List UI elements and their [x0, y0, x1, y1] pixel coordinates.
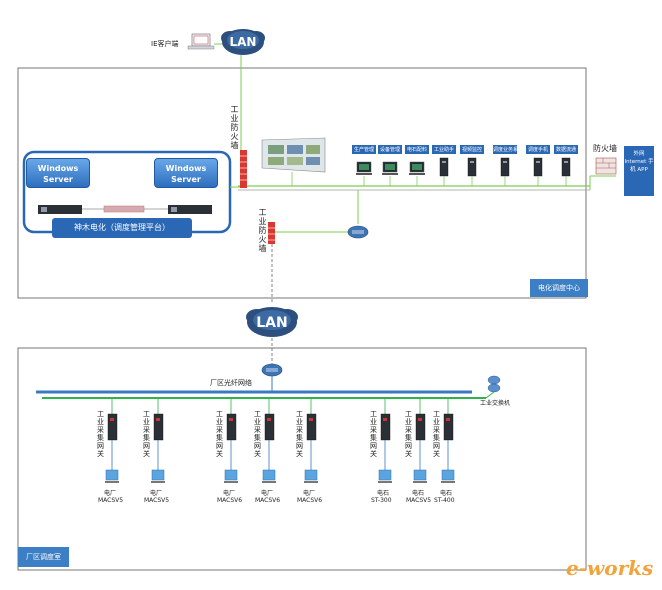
server-icon-right: [168, 205, 212, 214]
server-link: [103, 205, 145, 213]
lan-label-middle: LAN: [256, 315, 287, 331]
station-label: 视频监控: [460, 145, 484, 154]
lan-cloud-middle: LAN: [246, 307, 298, 337]
firewall-icon-left: [240, 150, 247, 188]
control-center-tag: 电化调度中心: [530, 279, 588, 297]
plant-tag: 厂区调度室: [18, 547, 69, 567]
device-pc-icon: [224, 469, 238, 483]
device-model: MACSV5: [406, 497, 432, 504]
gateway-icon: [153, 413, 164, 441]
device-model: MACSV5: [98, 497, 124, 504]
firewall-mid-label: 工业防火墙: [258, 208, 267, 253]
external-box: [624, 146, 654, 196]
lan-label-top: LAN: [230, 35, 257, 49]
lan-cloud-top: LAN: [221, 29, 265, 55]
device-pc-icon: [105, 469, 119, 483]
station-icon: [533, 157, 543, 177]
station-label: 调度业务系统: [493, 145, 524, 154]
gateway-icon: [264, 413, 275, 441]
device-model: MACSV6: [217, 497, 243, 504]
station-icon: [467, 157, 477, 177]
device-label: 电厂: [303, 490, 316, 497]
plant-frame: [17, 347, 587, 571]
platform-label: 神木电化（调度管理平台）: [52, 218, 192, 238]
station-label: 设备管理: [378, 145, 402, 154]
firewall-right-label: 防火墙: [593, 144, 617, 153]
gateway-icon: [107, 413, 118, 441]
station-icon: [439, 157, 449, 177]
gateway-label: 工业采集网关: [370, 410, 377, 458]
gateway-label: 工业采集网关: [143, 410, 150, 458]
device-pc-icon: [304, 469, 318, 483]
device-model: ST-300: [371, 497, 392, 504]
device-pc-icon: [378, 469, 392, 483]
control-center-frame: [17, 67, 587, 299]
device-pc-icon: [441, 469, 455, 483]
firewall-left-label: 工业防火墙: [230, 105, 239, 150]
server-icon-left: [38, 205, 82, 214]
gateway-icon: [443, 413, 454, 441]
gateway-icon: [306, 413, 317, 441]
station-icon: [561, 157, 571, 177]
device-label: 电石: [412, 490, 425, 497]
device-label: 电厂: [104, 490, 117, 497]
device-model: MACSV6: [255, 497, 281, 504]
station-label: 生产管理: [352, 145, 376, 154]
gateway-label: 工业采集网关: [296, 410, 303, 458]
gateway-icon: [380, 413, 391, 441]
station-icon: [382, 161, 398, 175]
switch-label: 工业交换机: [480, 400, 511, 407]
station-label: 工业助手: [432, 145, 456, 154]
device-model: MACSV5: [144, 497, 170, 504]
device-model: ST-400: [434, 497, 455, 504]
device-label: 电石: [440, 490, 453, 497]
station-label: 电石配料: [405, 145, 429, 154]
gateway-label: 工业采集网关: [433, 410, 440, 458]
device-pc-icon: [151, 469, 165, 483]
windows-server-left: Windows Server: [26, 158, 90, 188]
device-pc-icon: [262, 469, 276, 483]
station-icon: [356, 161, 372, 175]
station-icon: [409, 161, 425, 175]
firewall-icon-mid: [268, 222, 275, 244]
gateway-label: 工业采集网关: [216, 410, 223, 458]
station-label: 调度手机: [526, 145, 550, 154]
router-icon-plant: [261, 363, 283, 377]
fiber-network-label: 厂区光纤网络: [210, 379, 252, 387]
station-label: 数据流通: [554, 145, 578, 154]
device-model: MACSV6: [297, 497, 323, 504]
switch-icon: [487, 375, 501, 393]
external-box-label: 外网 Internet 手机 APP: [624, 151, 654, 173]
gateway-label: 工业采集网关: [254, 410, 261, 458]
device-pc-icon: [413, 469, 427, 483]
device-label: 电厂: [150, 490, 163, 497]
router-icon-center: [347, 225, 369, 239]
gateway-label: 工业采集网关: [97, 410, 104, 458]
gateway-icon: [226, 413, 237, 441]
ie-client-label: IE客户端: [151, 40, 179, 48]
device-label: 电厂: [223, 490, 236, 497]
windows-server-right: Windows Server: [154, 158, 218, 188]
gateway-label: 工业采集网关: [405, 410, 412, 458]
device-label: 电厂: [261, 490, 274, 497]
watermark: e-works: [566, 556, 654, 580]
video-wall: [261, 137, 326, 173]
device-label: 电石: [377, 490, 390, 497]
gateway-icon: [415, 413, 426, 441]
ie-client-icon: [187, 33, 215, 50]
firewall-icon-right: [595, 157, 617, 175]
station-icon: [500, 157, 510, 177]
